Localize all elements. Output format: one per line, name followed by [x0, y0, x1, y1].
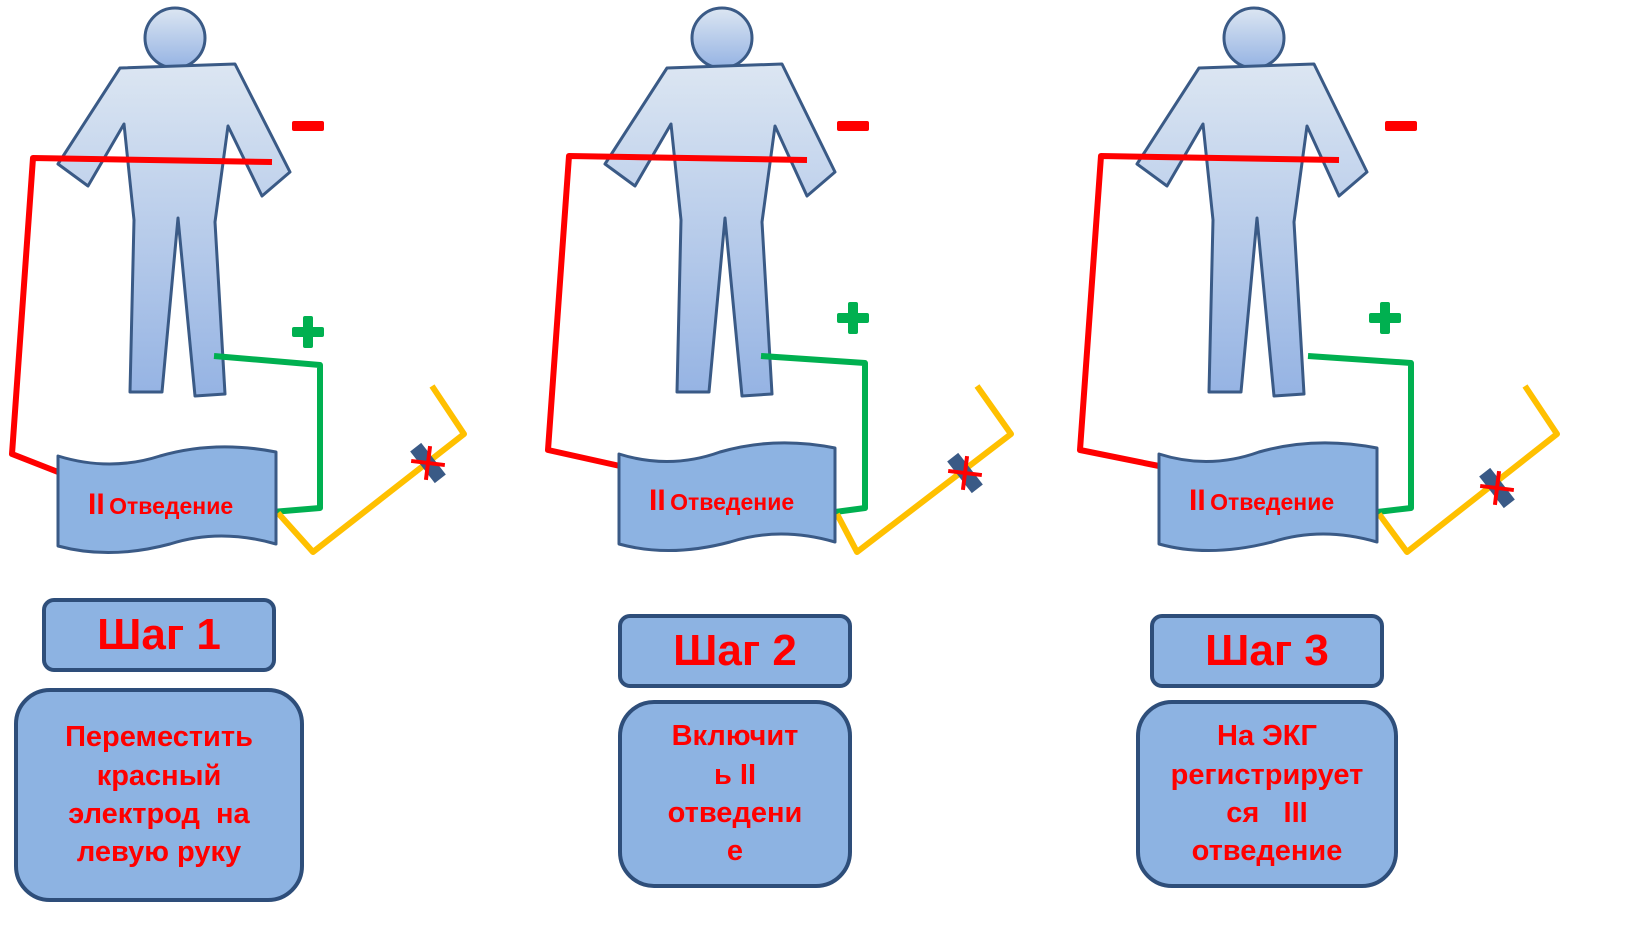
plus-sign-icon: [837, 302, 869, 334]
lead-word: Отведение: [1210, 489, 1335, 515]
plus-sign-icon: [1369, 302, 1401, 334]
human-figure-icon: [56, 6, 292, 398]
step-title-box: Шаг 2: [618, 614, 852, 688]
step-desc-line: красный: [96, 759, 222, 792]
lead-roman: II: [649, 484, 666, 517]
ecg-scene: [9, 6, 467, 555]
step-desc-line: ь II: [714, 758, 756, 791]
lead-roman: II: [1189, 484, 1206, 517]
step-description-box: Переместить красный электрод на левую ру…: [14, 688, 304, 902]
step-desc-line: На ЭКГ: [1217, 720, 1317, 753]
minus-sign-icon: [292, 121, 324, 131]
step-desc-line: ся III: [1226, 797, 1308, 829]
step-desc-line: регистрирует: [1170, 758, 1364, 791]
green-wire: [1307, 353, 1414, 515]
step-desc-line: электрод на: [68, 798, 250, 830]
step-desc-line: е: [726, 835, 744, 868]
human-figure-icon: [603, 6, 837, 398]
ecg-scene: [545, 6, 1014, 555]
step-title-box: Шаг 3: [1150, 614, 1384, 688]
step-title: Шаг 1: [97, 610, 221, 659]
step-description-box: Включит ь II отведени е: [618, 700, 852, 888]
step-desc-line: Переместить: [65, 721, 253, 754]
yellow-wire: [275, 384, 467, 555]
human-figure-icon: [1135, 6, 1369, 398]
red-wire: [9, 155, 273, 475]
minus-sign-icon: [837, 121, 869, 131]
step-description-box: На ЭКГ регистрирует ся III отведение: [1136, 700, 1398, 888]
yellow-wire: [1376, 384, 1560, 555]
lead-label: II Отведение: [649, 484, 794, 518]
lead-label: II Отведение: [1189, 484, 1334, 518]
step-desc-line: отведение: [1191, 835, 1343, 868]
step-panel-3: II Отведение Шаг 3 На ЭКГ регистрирует с…: [1077, 0, 1622, 944]
ecg-device: [617, 441, 837, 553]
step-panel-1: II Отведение Шаг 1 Переместить красный э…: [0, 0, 545, 944]
plus-sign-icon: [292, 316, 324, 348]
red-wire: [1077, 153, 1340, 469]
step-desc-line: отведени: [667, 797, 803, 829]
step-desc-line: Включит: [671, 720, 799, 753]
lead-word: Отведение: [670, 489, 795, 515]
crossed-electrode-icon: [1479, 467, 1515, 509]
red-wire: [545, 153, 808, 469]
step-title: Шаг 2: [673, 626, 797, 675]
ecg-device: [56, 445, 278, 555]
step-desc-line: левую руку: [76, 836, 242, 869]
ecg-scene: [1077, 6, 1560, 555]
green-wire: [760, 353, 868, 515]
step-title-box: Шаг 1: [42, 598, 276, 672]
crossed-electrode-icon: [947, 452, 983, 494]
lead-label: II Отведение: [88, 488, 233, 522]
lead-word: Отведение: [109, 493, 234, 519]
step-title: Шаг 3: [1205, 626, 1329, 675]
ecg-device: [1157, 441, 1379, 553]
crossed-electrode-icon: [410, 442, 446, 484]
green-wire: [213, 353, 323, 515]
yellow-wire: [834, 384, 1014, 555]
step-panel-2: II Отведение Шаг 2 Включит ь II отведени…: [545, 0, 1090, 944]
minus-sign-icon: [1385, 121, 1417, 131]
lead-roman: II: [88, 488, 105, 521]
